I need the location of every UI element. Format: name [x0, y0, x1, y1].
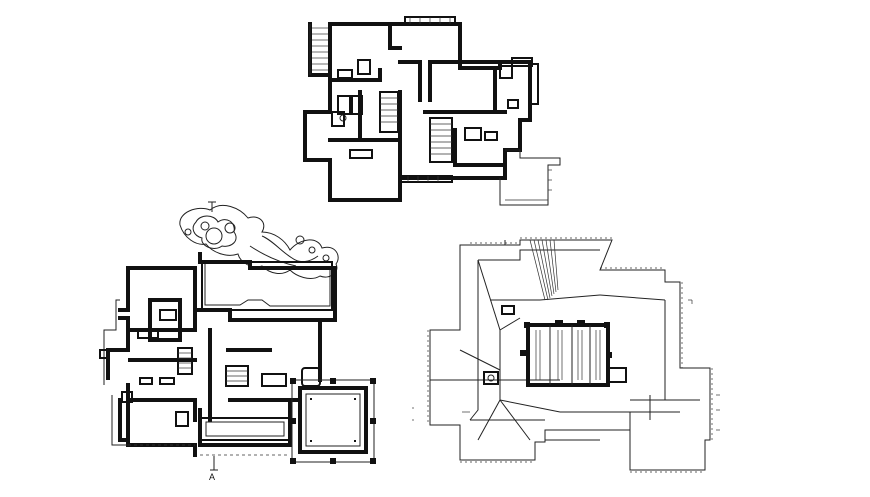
- ground-floor-plan: A: [99, 201, 376, 482]
- roof-plan: [412, 237, 720, 473]
- upper-floor-plan: [303, 16, 561, 206]
- section-marker-a: A: [209, 472, 215, 482]
